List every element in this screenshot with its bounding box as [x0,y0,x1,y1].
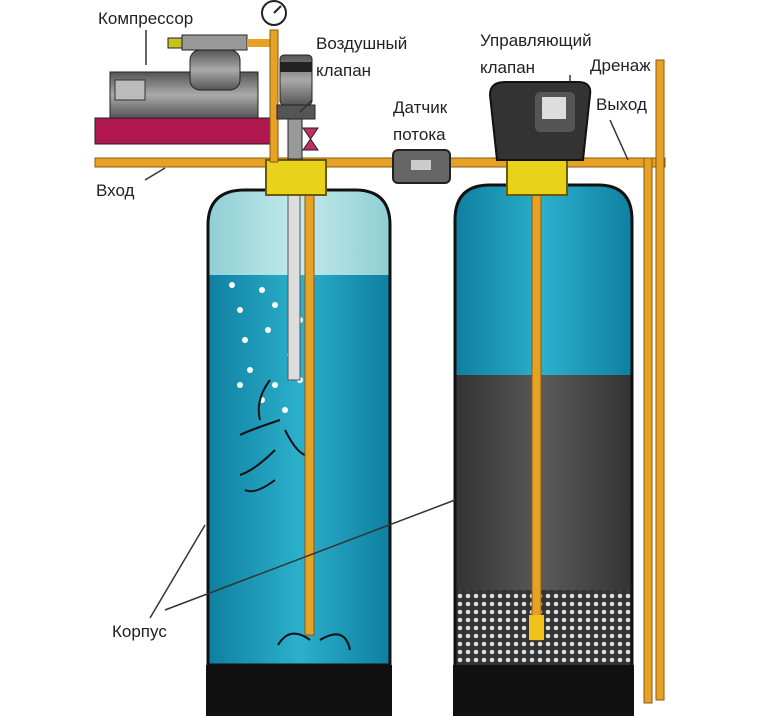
outlet-pipe [655,59,665,701]
left-tank-base [206,665,392,716]
drain-pipe [643,157,653,704]
compressor [94,34,277,145]
pressure-gauge-icon [261,0,287,26]
control-valve [488,81,592,161]
left-riser-pipe [304,194,315,636]
right-riser-pipe [531,194,542,641]
compressor-label: Компрессор [98,9,193,28]
control-valve-label-line2: клапан [480,58,535,77]
leader-lines [144,30,629,619]
right-tank-housing [453,183,634,716]
outlet-label: Выход [596,95,647,114]
control-valve-label-line1: Управляющий [480,31,592,50]
drain-label: Дренаж [590,56,651,75]
air-valve-label-line2: клапан [316,61,371,80]
right-tank-base [453,665,634,716]
air-tube [287,194,301,381]
air-valve [276,54,319,160]
flow-sensor-label-line1: Датчик [393,98,448,117]
main-pipe [94,157,666,168]
inlet-label: Вход [96,181,135,200]
distributor [529,615,544,640]
left-tank-housing [206,188,392,716]
air-supply-pipe [269,29,279,163]
filter-media [456,375,631,590]
air-valve-label-line1: Воздушный [316,34,407,53]
left-tank-fitting [265,159,327,196]
flow-sensor [392,149,451,184]
housing-label: Корпус [112,622,167,641]
right-tank-fitting [506,157,568,196]
flow-sensor-label-line2: потока [393,125,446,144]
flow-arrows [239,379,351,651]
